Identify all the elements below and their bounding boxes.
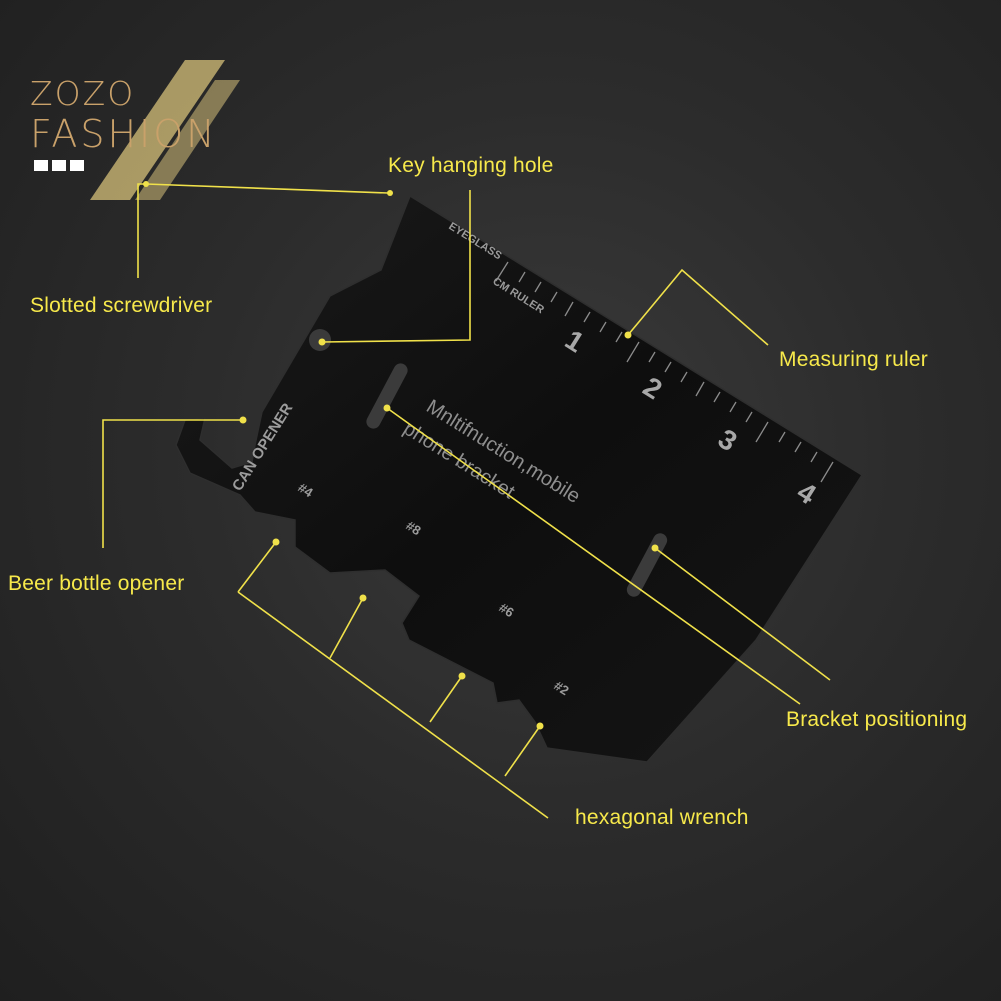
line-bracket-positioning-1 — [386, 407, 801, 705]
bracket-slot-1 — [366, 363, 408, 429]
line-hex-wrench-d — [504, 725, 541, 777]
line-bracket-positioning-2 — [654, 547, 831, 681]
callout-key-hanging-hole: Key hanging hole — [388, 154, 554, 177]
callout-measuring-ruler: Measuring ruler — [779, 348, 928, 371]
callout-hexagonal-wrench: hexagonal wrench — [575, 806, 749, 829]
line-key-hanging-hole — [321, 190, 471, 343]
logo-text-fashion: FASHION — [30, 112, 218, 156]
line-hex-wrench-c — [429, 675, 463, 723]
line-hex-wrench-a — [237, 541, 277, 593]
line-hex-wrench-b — [329, 597, 364, 659]
ruler-ticks — [495, 261, 834, 483]
line-slotted-screwdriver — [137, 183, 389, 278]
logo-squares — [34, 160, 84, 171]
wrench-size-6: #6 — [496, 600, 516, 620]
callout-lines — [102, 181, 831, 819]
wrench-size-2: #2 — [551, 678, 571, 698]
callout-slotted-screwdriver: Slotted screwdriver — [30, 294, 213, 317]
callout-beer-bottle-opener: Beer bottle opener — [8, 572, 185, 595]
logo-text-zozo: ZOZO — [30, 74, 136, 113]
line-beer-bottle-opener — [102, 419, 243, 548]
wrench-size-8: #8 — [403, 518, 423, 538]
line-hex-wrench-main — [237, 591, 549, 819]
logo-stripes-graphic — [90, 60, 240, 200]
callout-bracket-positioning: Bracket positioning — [786, 708, 968, 731]
line-measuring-ruler — [627, 268, 769, 346]
